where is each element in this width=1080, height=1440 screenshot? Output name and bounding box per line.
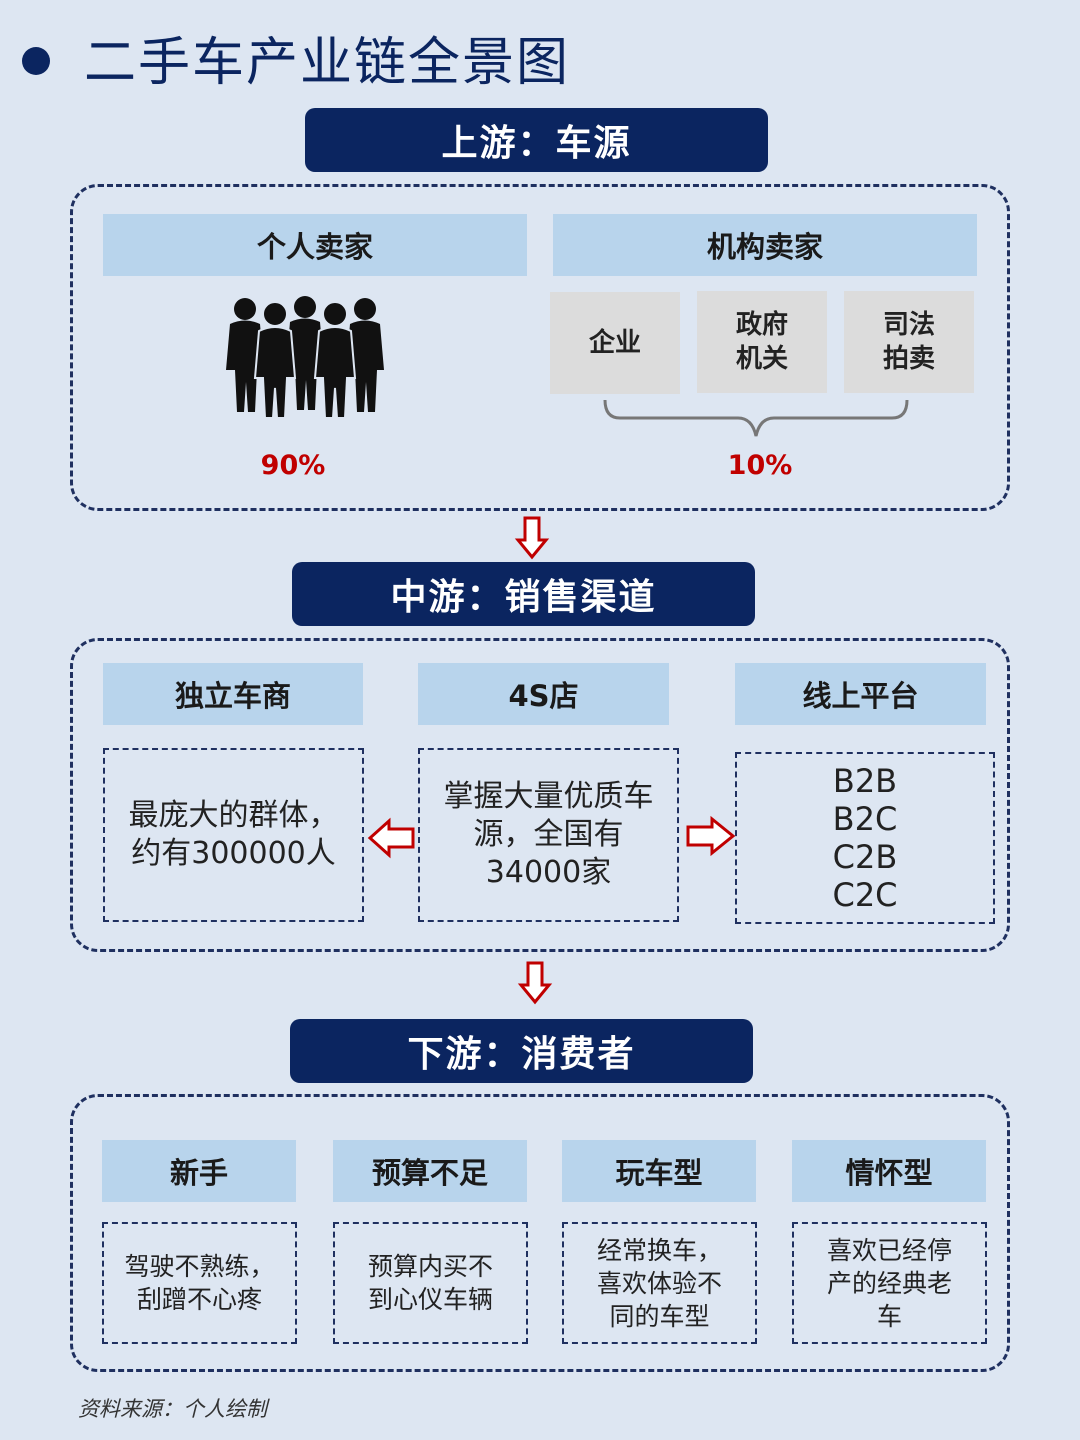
page-title: 二手车产业链全景图 [84,33,571,93]
downstream-group [70,1094,1010,1372]
4s-store-desc: 掌握大量优质车 源，全国有 34000家 [418,748,679,922]
midstream-group [70,638,1010,952]
upstream-group [70,184,1010,511]
title-bullet [22,47,50,75]
consumer-enthusiast-desc: 经常换车， 喜欢体验不 同的车型 [562,1222,757,1344]
bracket-icon [600,398,912,440]
institutional-seller-header: 机构卖家 [553,214,977,276]
consumer-nostalgic-header: 情怀型 [792,1140,986,1202]
independent-dealer-desc: 最庞大的群体， 约有300000人 [103,748,364,922]
platform-b2c: B2C [832,800,898,838]
upstream-banner: 上游：车源 [305,108,768,172]
platform-c2b: C2B [832,838,898,876]
institution-enterprise: 企业 [550,292,680,394]
institution-judicial-auction: 司法 拍卖 [844,291,974,393]
consumer-enthusiast-header: 玩车型 [562,1140,756,1202]
downstream-banner: 下游：消费者 [290,1019,753,1083]
consumer-budget-header: 预算不足 [333,1140,527,1202]
platform-c2c: C2C [832,876,898,914]
institution-government: 政府 机关 [697,291,827,393]
4s-store-header: 4S店 [418,663,669,725]
source-note: 资料来源：个人绘制 [78,1397,267,1421]
consumer-novice-header: 新手 [102,1140,296,1202]
online-platform-header: 线上平台 [735,663,986,725]
online-platform-list: B2B B2C C2B C2C [735,752,995,924]
platform-b2b: B2B [832,762,898,800]
midstream-banner: 中游：销售渠道 [292,562,755,626]
right-arrow-icon [686,815,736,857]
individual-share: 90% [260,450,326,481]
consumer-budget-desc: 预算内买不 到心仪车辆 [333,1222,528,1344]
down-arrow-icon [514,516,550,560]
consumer-nostalgic-desc: 喜欢已经停 产的经典老 车 [792,1222,987,1344]
individual-seller-header: 个人卖家 [103,214,527,276]
institutional-share: 10% [727,450,793,481]
consumer-novice-desc: 驾驶不熟练， 刮蹭不心疼 [102,1222,297,1344]
down-arrow-icon [517,961,553,1005]
left-arrow-icon [367,817,415,859]
people-group-icon [215,292,395,420]
independent-dealer-header: 独立车商 [103,663,363,725]
